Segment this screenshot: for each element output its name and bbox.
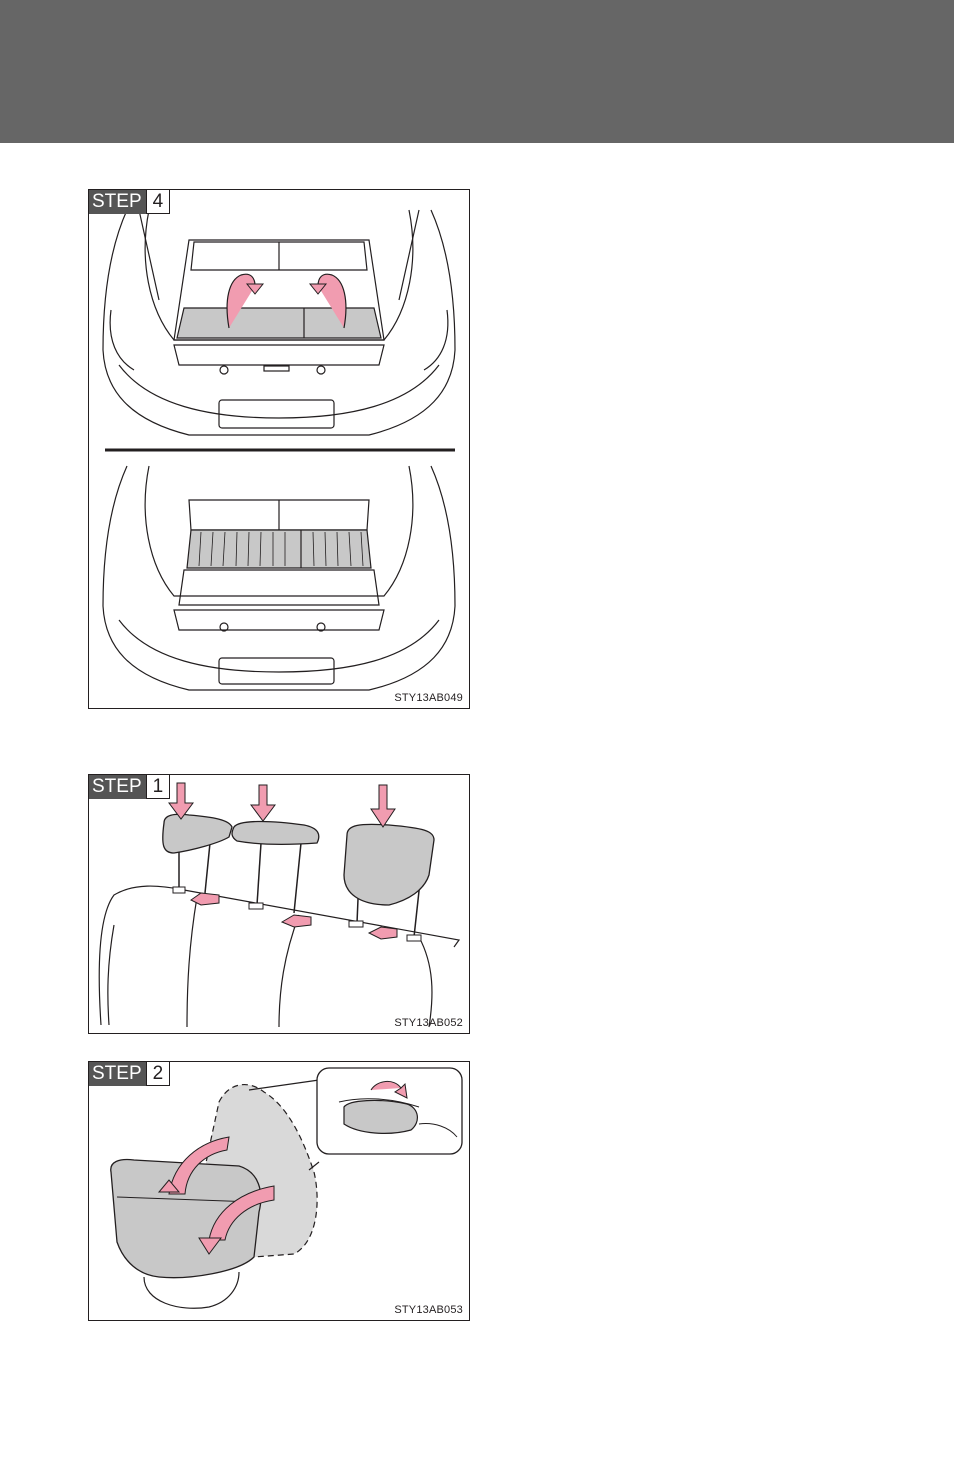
- step-word: STEP: [89, 775, 146, 799]
- step-badge: STEP 1: [89, 775, 170, 799]
- figure-code: STY13AB049: [394, 692, 463, 704]
- headrest-illustration: [89, 775, 469, 1033]
- step-number: 2: [146, 1062, 171, 1086]
- cargo-area-illustration: [89, 190, 469, 708]
- step-number: 1: [146, 775, 171, 799]
- header-band: [0, 0, 954, 143]
- figure-step-2: STEP 2 STY13AB053: [88, 1061, 470, 1321]
- seat-fold-illustration: [89, 1062, 469, 1320]
- step-number: 4: [146, 190, 171, 214]
- figure-step-1: STEP 1 STY13AB052: [88, 774, 470, 1034]
- figure-code: STY13AB053: [394, 1304, 463, 1316]
- step-word: STEP: [89, 190, 146, 214]
- step-badge: STEP 4: [89, 190, 170, 214]
- step-badge: STEP 2: [89, 1062, 170, 1086]
- figure-code: STY13AB052: [394, 1017, 463, 1029]
- step-word: STEP: [89, 1062, 146, 1086]
- figure-step-4: STEP 4 STY13AB049: [88, 189, 470, 709]
